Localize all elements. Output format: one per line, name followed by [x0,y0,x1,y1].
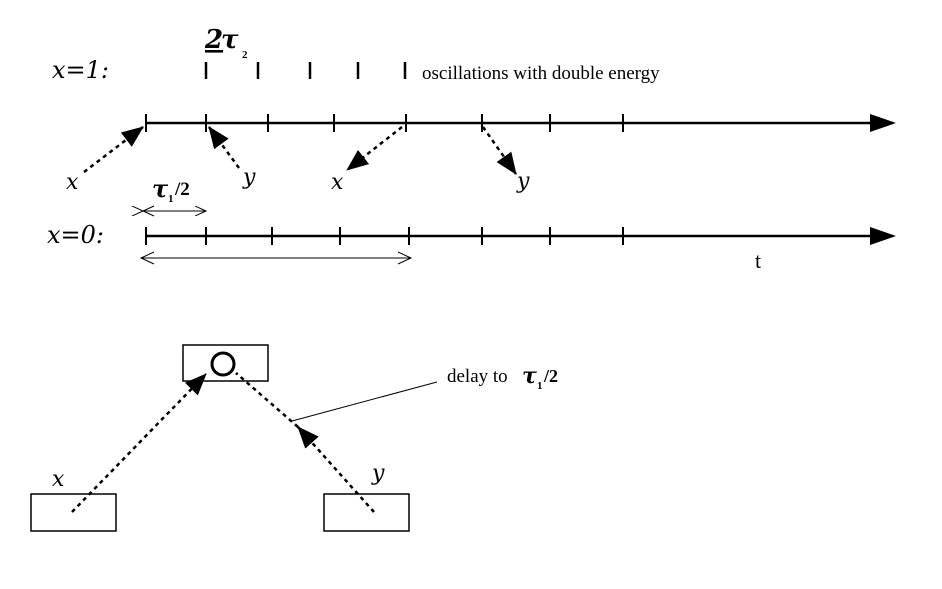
half-period-symbol: τ [152,174,169,203]
y-signal-line-lower [297,426,375,513]
delay-pointer-line [291,381,438,422]
x-signal-line [71,373,207,513]
half-period-tail: /2 [174,179,190,200]
double-energy-ticks [204,62,407,79]
arrow-label-x-middle: x [331,170,344,195]
bottom-axis-ticks [145,227,624,245]
x-source-box [30,493,117,532]
period-label: 2 τ 2 [204,25,248,61]
y-source-label: y [371,461,385,486]
y-source-box [323,493,410,532]
y-input-arrow-first [207,126,241,169]
coincidence-circle-icon [210,351,236,377]
coincidence-box [182,344,269,382]
arrow-label-x-left: x [66,170,79,195]
x-input-arrow-left [83,126,144,173]
half-period-subscript: 1 [168,193,174,205]
y-signal-line-upper [235,372,299,428]
top-axis-ticks [145,114,624,132]
row-label-x0: x=0: [47,221,104,249]
delay-label-symbol: τ [522,363,537,389]
full-span-right-head [397,251,413,265]
y-output-arrow-right [481,126,518,175]
half-period-label: τ 1 /2 [152,174,190,205]
delay-label-prefix: delay to [447,366,508,387]
double-energy-note: oscillations with double energy [422,63,660,84]
full-span-left-head [139,251,155,265]
delay-label: delay to τ 1 /2 [447,363,558,392]
delay-label-tail: /2 [543,366,558,386]
time-axis-label: t [755,248,761,273]
row-label-x1: x=1: [52,56,109,84]
top-axis-arrowhead [870,114,896,132]
period-label-prefix: 2 [204,25,223,55]
bottom-axis-arrowhead [870,227,896,245]
arrow-label-y-right: y [516,169,530,194]
half-period-span-left-head [141,205,155,217]
arrow-label-y-first: y [242,165,256,190]
period-label-subscript: 2 [242,49,248,61]
x-output-arrow-middle [346,126,403,171]
x-source-label: x [52,467,65,492]
period-label-symbol: τ [221,25,239,55]
delay-label-subscript: 1 [537,380,543,392]
